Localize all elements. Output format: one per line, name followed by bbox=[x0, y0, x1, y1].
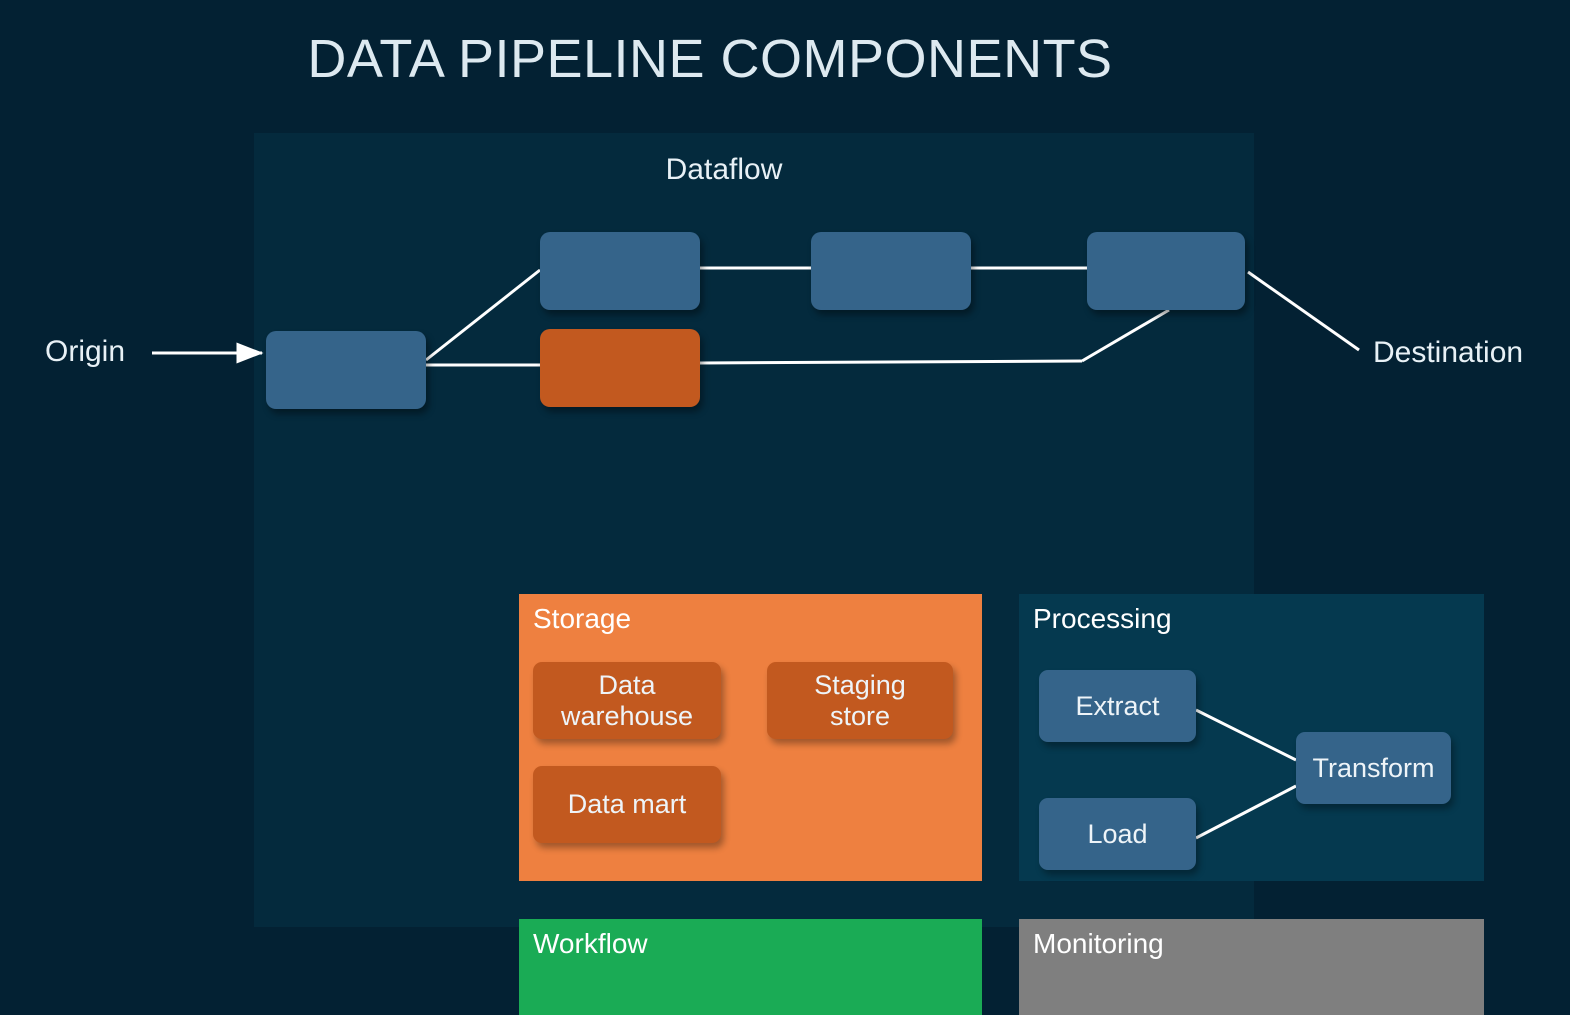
processing-panel: Processing Extract Load Transform bbox=[1019, 594, 1484, 881]
page-title: DATA PIPELINE COMPONENTS bbox=[307, 29, 1113, 89]
storage-item-label: Data mart bbox=[567, 789, 687, 820]
dataflow-node-stage-b[interactable] bbox=[540, 329, 700, 407]
dataflow-node-sink[interactable] bbox=[1087, 232, 1245, 310]
processing-item-extract[interactable]: Extract bbox=[1039, 670, 1196, 742]
processing-item-label: Load bbox=[1087, 818, 1148, 849]
monitoring-panel: Monitoring bbox=[1019, 919, 1484, 1015]
processing-item-load[interactable]: Load bbox=[1039, 798, 1196, 870]
processing-item-label: Transform bbox=[1312, 752, 1435, 783]
storage-panel-title: Storage bbox=[533, 603, 632, 634]
processing-item-label: Extract bbox=[1075, 690, 1160, 721]
processing-panel-title: Processing bbox=[1033, 603, 1172, 634]
processing-item-transform[interactable]: Transform bbox=[1296, 732, 1451, 804]
dataflow-node-stage-c[interactable] bbox=[811, 232, 971, 310]
workflow-panel-title: Workflow bbox=[533, 928, 648, 959]
monitoring-panel-title: Monitoring bbox=[1033, 928, 1164, 959]
diagram-canvas: DATA PIPELINE COMPONENTS Origin Destinat… bbox=[45, 29, 1524, 1015]
workflow-panel: Workflow bbox=[519, 919, 982, 1015]
dataflow-node-source[interactable] bbox=[266, 331, 426, 409]
destination-label: Destination bbox=[1373, 336, 1524, 369]
origin-label: Origin bbox=[45, 335, 126, 368]
storage-item-data-mart[interactable]: Data mart bbox=[533, 766, 721, 843]
dataflow-node-stage-a[interactable] bbox=[540, 232, 700, 310]
dataflow-title: Dataflow bbox=[665, 153, 783, 186]
